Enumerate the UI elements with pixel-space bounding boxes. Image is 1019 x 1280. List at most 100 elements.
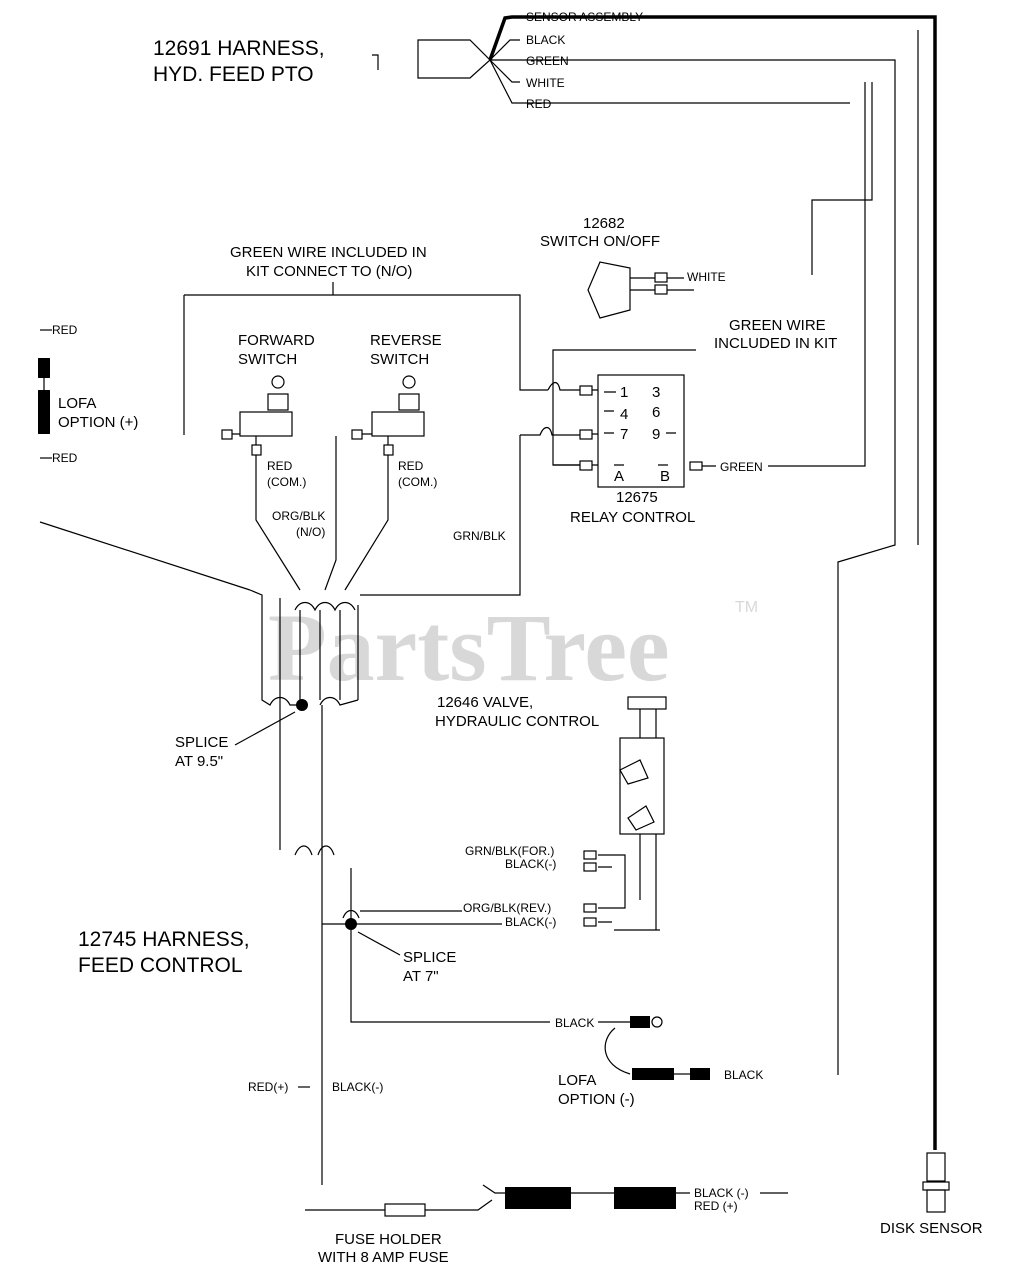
lofa-minus-label1: LOFA	[558, 1072, 596, 1089]
switch-onoff-body	[587, 261, 631, 319]
lofa-plus-connector	[38, 358, 50, 378]
valve: 12646 VALVE, HYDRAULIC CONTROL GRN/BLK(F…	[435, 694, 667, 931]
valve-w1: GRN/BLK(FOR.)	[465, 844, 554, 858]
splice-dot-1	[296, 699, 308, 711]
forward-switch: FORWARD SWITCH RED (COM.)	[221, 332, 315, 489]
org-blk-no-line1: ORG/BLK	[272, 509, 325, 523]
harness-12745: 12745 HARNESS, FEED CONTROL SPLICE AT 7"	[78, 850, 550, 1185]
harness-12691: 12691 HARNESS, HYD. FEED PTO SENSOR ASSE…	[153, 10, 937, 1150]
reverse-switch-leads	[362, 433, 389, 445]
green-wire-label: GREEN	[526, 54, 569, 68]
lofa-minus-fuse	[632, 1068, 674, 1080]
relay-input-wires	[520, 381, 580, 466]
reverse-switch-body	[371, 411, 425, 437]
white-wire-label: WHITE	[526, 76, 565, 90]
lofa-minus-label2: OPTION (-)	[558, 1091, 635, 1108]
red-wire-top	[489, 59, 850, 104]
red-plus-label: RED(+)	[248, 1080, 288, 1094]
harness-feed-title-2: FEED CONTROL	[78, 954, 243, 977]
disk-sensor-body	[926, 1152, 946, 1182]
harness-splice-wires	[279, 598, 359, 850]
relay-term-leads	[592, 389, 598, 466]
fuse-holder: BLACK (-) RED (+) FUSE HOLDER WITH 8 AMP…	[305, 1184, 788, 1266]
harness-pto-body	[417, 39, 491, 79]
grn-blk-label: GRN/BLK	[453, 529, 506, 543]
fuse-line1: FUSE HOLDER	[335, 1231, 442, 1248]
relay-pin-7: 7	[620, 426, 628, 443]
switch-terminal-2	[654, 284, 668, 295]
valve-stem	[639, 709, 657, 738]
relay-term-a	[579, 460, 593, 471]
valve-w3: ORG/BLK(REV.)	[463, 901, 551, 915]
forward-switch-wire1: RED	[267, 459, 293, 473]
forward-switch-line2: SWITCH	[238, 351, 297, 368]
relay-pin-b: B	[660, 468, 670, 485]
reverse-switch-term-left	[351, 429, 363, 440]
reverse-switch-term-bottom	[383, 444, 394, 456]
harness-pto-bracket	[372, 54, 379, 70]
kit-note: GREEN WIRE INCLUDED IN KIT CONNECT TO (N…	[183, 244, 837, 466]
splice2-line1: SPLICE	[403, 949, 456, 966]
harness-cross-arcs	[294, 845, 335, 856]
harness-feed-title-1: 12745 HARNESS,	[78, 928, 250, 951]
lofa-plus: RED LOFA OPTION (+) RED	[38, 323, 138, 465]
green-wire-top	[490, 59, 896, 1075]
valve-wire-leads	[598, 854, 626, 923]
kit-note2-line1: GREEN WIRE	[729, 317, 826, 334]
switch-harness-wires: ORG/BLK (N/O) GRN/BLK	[39, 435, 521, 596]
splice2-line2: AT 7"	[403, 968, 439, 985]
lofa-plus-fuse	[38, 390, 50, 434]
watermark: PartsTree	[268, 594, 670, 701]
forward-switch-leads	[232, 433, 257, 445]
reverse-switch-knob	[402, 375, 416, 389]
lofa-plus-red-wire	[39, 521, 251, 591]
reverse-switch-wire1: RED	[398, 459, 424, 473]
relay-pin-6: 6	[652, 404, 660, 421]
relay-pin-marks	[604, 391, 676, 466]
org-blk-no-line2: (N/O)	[296, 525, 325, 539]
disk-sensor-label: DISK SENSOR	[880, 1220, 983, 1237]
valve-line2: HYDRAULIC CONTROL	[435, 713, 599, 730]
splice1-line1: SPLICE	[175, 734, 228, 751]
harness-splice: SPLICE AT 9.5"	[175, 589, 359, 856]
lofa-minus-black-wire	[350, 930, 550, 1023]
fuse-line2: WITH 8 AMP FUSE	[318, 1249, 449, 1266]
switch-onoff: 12682 SWITCH ON/OFF WHITE	[540, 215, 726, 319]
lofa-plus-red-bottom: RED	[52, 451, 78, 465]
reverse-switch-stem	[398, 393, 420, 411]
white-wire	[489, 59, 520, 83]
reverse-switch: REVERSE SWITCH RED (COM.)	[351, 332, 442, 489]
switch-onoff-out	[667, 277, 694, 291]
valve-body	[619, 737, 665, 835]
relay-term-7	[579, 429, 593, 440]
fuse-holder-body	[384, 1203, 426, 1217]
relay-pin-4: 4	[620, 406, 628, 423]
valve-line1: 12646 VALVE,	[437, 694, 533, 711]
splice2-leader	[357, 931, 401, 956]
kit-note2-line2: INCLUDED IN KIT	[714, 335, 837, 352]
power-labels: RED(+) BLACK(-)	[248, 1080, 383, 1094]
lofa-minus-connector	[630, 1016, 650, 1028]
switch-onoff-name: SWITCH ON/OFF	[540, 233, 660, 250]
switch-onoff-wire: WHITE	[687, 270, 726, 284]
relay-pin-a: A	[614, 468, 624, 485]
bottom-black-label: BLACK (-)	[694, 1186, 749, 1200]
lofa-minus-ring	[651, 1016, 663, 1028]
relay-term-b	[689, 461, 703, 471]
reverse-switch-line2: SWITCH	[370, 351, 429, 368]
valve-cap	[627, 696, 667, 710]
forward-red-wire	[255, 455, 301, 591]
watermark-tm: TM	[735, 599, 758, 616]
lofa-plus-red-top: RED	[52, 323, 78, 337]
harness-pto-title-2: HYD. FEED PTO	[153, 63, 314, 86]
sensor-assembly-label: SENSOR ASSEMBLY	[526, 10, 643, 24]
valve-term-1	[583, 850, 597, 860]
fuse-block-2	[614, 1187, 676, 1209]
forward-switch-wire2: (COM.)	[267, 475, 306, 489]
relay-body	[597, 374, 685, 488]
valve-term-3	[583, 903, 597, 913]
switch-onoff-part: 12682	[583, 215, 625, 232]
reverse-switch-line1: REVERSE	[370, 332, 442, 349]
valve-w2: BLACK(-)	[505, 857, 556, 871]
